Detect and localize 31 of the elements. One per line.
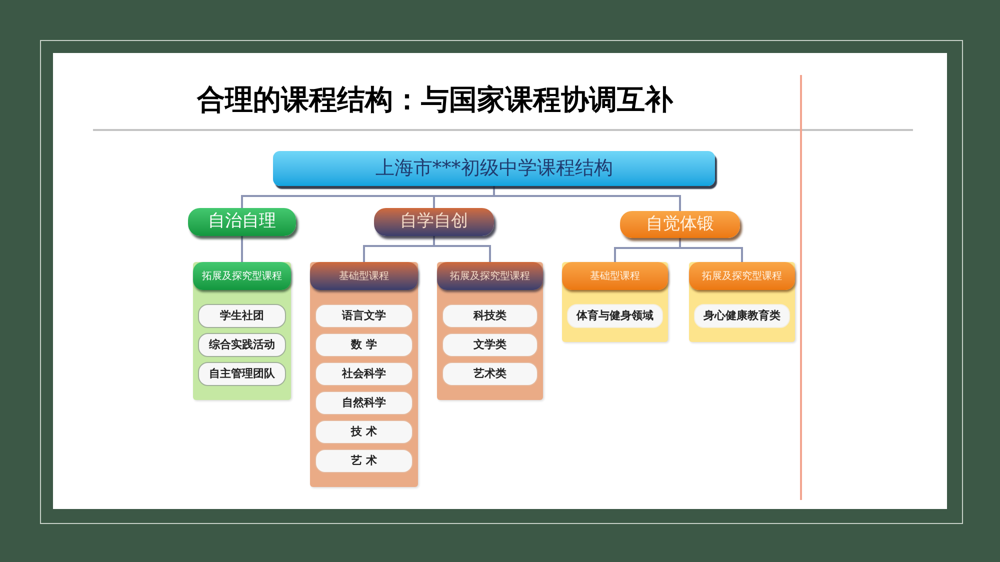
course-panel	[689, 262, 795, 342]
category-pill: 自学自创	[374, 208, 494, 236]
slide-title: 合理的课程结构：与国家课程协调互补	[197, 83, 673, 116]
course-panel	[193, 262, 291, 400]
course-item: 学生社团	[198, 304, 286, 328]
course-panel	[437, 262, 543, 400]
course-item: 语言文学	[315, 304, 413, 328]
course-item: 体育与健身领域	[567, 304, 663, 328]
category-pill: 自治自理	[188, 208, 296, 236]
connector-line	[241, 236, 243, 262]
course-item: 自然科学	[315, 391, 413, 415]
panel-header: 拓展及探究型课程	[437, 262, 543, 290]
root-banner: 上海市***初级中学课程结构	[273, 151, 715, 186]
course-item: 身心健康教育类	[694, 304, 790, 328]
course-item: 科技类	[442, 304, 538, 328]
course-item: 自主管理团队	[198, 362, 286, 386]
panel-header: 拓展及探究型课程	[689, 262, 795, 290]
course-panel	[562, 262, 668, 342]
course-item: 文学类	[442, 333, 538, 357]
category-pill: 自觉体锻	[620, 211, 740, 238]
course-panel	[310, 262, 418, 487]
panel-header: 基础型课程	[562, 262, 668, 290]
course-item: 艺术类	[442, 362, 538, 386]
course-item: 社会科学	[315, 362, 413, 386]
course-item: 技 术	[315, 420, 413, 444]
connector-line	[493, 186, 681, 211]
panel-header: 拓展及探究型课程	[193, 262, 291, 290]
course-item: 综合实践活动	[198, 333, 286, 357]
panel-header: 基础型课程	[310, 262, 418, 290]
course-item: 数 学	[315, 333, 413, 357]
course-item: 艺 术	[315, 449, 413, 473]
